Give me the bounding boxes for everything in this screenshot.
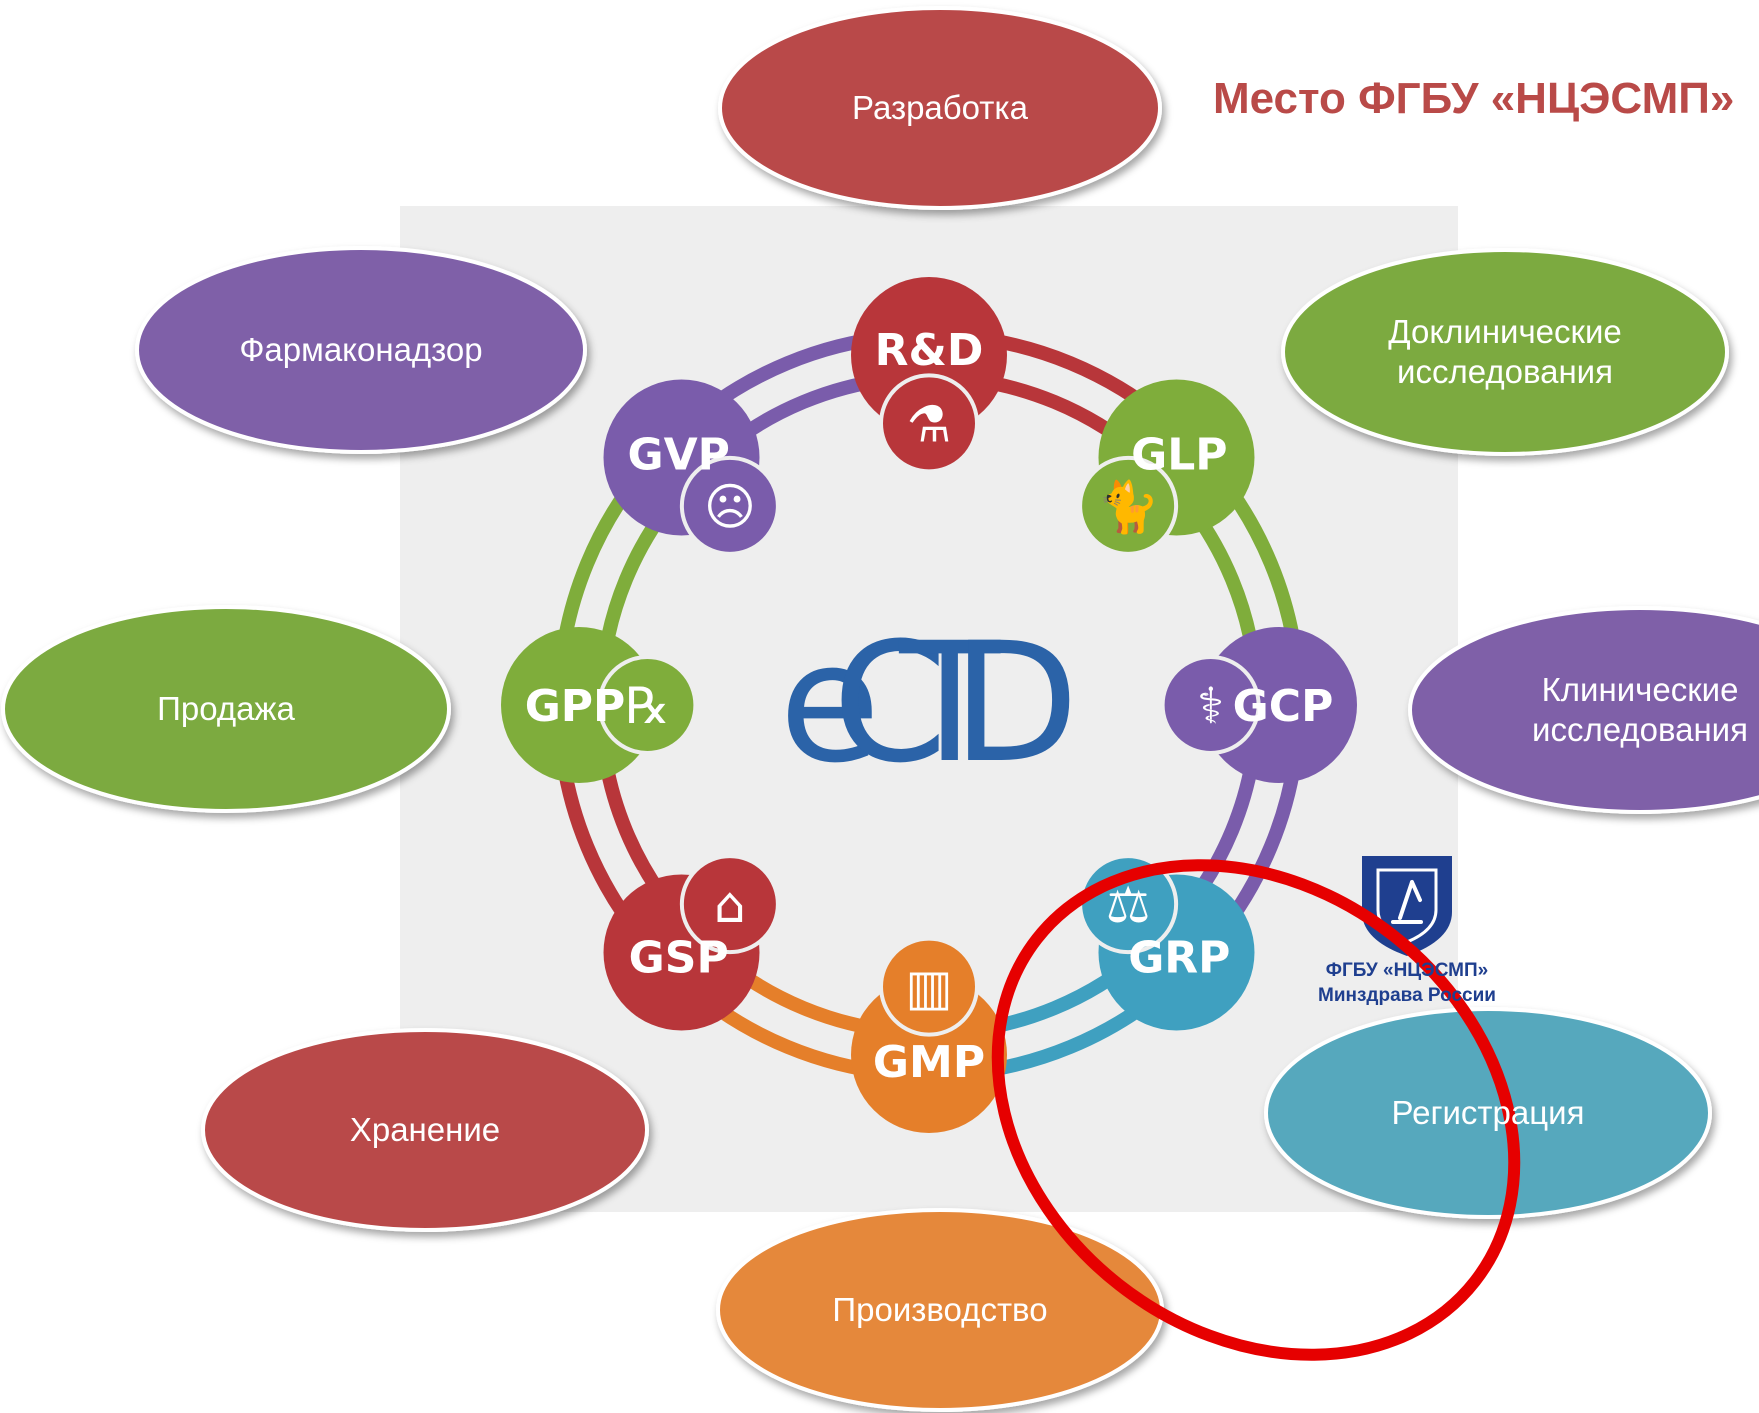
ellipse-layer — [1, 6, 1759, 1412]
ellipse-label-registratsiya: Регистрация — [1391, 1093, 1585, 1131]
slide-title: Место ФГБУ «НЦЭСМП» — [1213, 74, 1735, 123]
ellipse-doklinicheskie — [1281, 248, 1729, 456]
ellipse-klinicheskie — [1408, 606, 1759, 814]
ring-node-gpp: ℞GPP — [501, 627, 698, 783]
ring-icon-bg — [679, 854, 780, 955]
patient-icon: ⚕ — [1197, 677, 1224, 735]
ellipse-label-farmakonadzor: Фармаконадзор — [239, 330, 483, 368]
ring-node-rd: ⚗ R&D — [851, 277, 1007, 474]
ring-icon-bg — [879, 936, 979, 1037]
ring-node-label: GVP — [627, 429, 729, 480]
ring-icon-bg — [1078, 455, 1179, 556]
ring-node-gsp: ⌂GSP — [603, 854, 780, 1031]
warehouse-icon: ⌂ — [714, 876, 746, 934]
elderly-face-icon: ☹ — [704, 478, 756, 536]
ellipse-label-razrabotka: Разработка — [852, 88, 1028, 126]
ring-node-gvp: ☹GVP — [603, 379, 780, 556]
highlight-ellipse — [991, 859, 1521, 1361]
microscope-icon — [1391, 880, 1423, 924]
ring-node-label: GRP — [1128, 933, 1230, 984]
ring-node-label: GSP — [629, 933, 729, 984]
ring-node-gcp: ⚕GCP — [1160, 627, 1357, 783]
ellipse-label-khranenie: Хранение — [349, 1110, 501, 1148]
ring-node-label: GPP — [525, 681, 626, 732]
ring-node-label: R&D — [875, 325, 984, 376]
pharmacy-icon: ℞ — [625, 677, 670, 735]
ring-icon-bg — [597, 655, 698, 755]
ring-icon-bg — [1160, 655, 1261, 755]
factory-icon: ▥ — [905, 959, 952, 1017]
ellipse-label-klinicheskie: Клинические исследования — [1532, 670, 1748, 748]
flask-icon: ⚗ — [907, 395, 952, 453]
ellipse-registratsiya — [1264, 1007, 1712, 1219]
ring-node-label: GMP — [873, 1037, 985, 1088]
ellipse-label-prodazha: Продажа — [157, 689, 295, 727]
center-label: eCTD — [779, 607, 1079, 799]
ellipse-label-proizvodstvo: Производство — [832, 1290, 1048, 1328]
ellipse-khranenie — [201, 1028, 649, 1232]
cat-icon: 🐈 — [1097, 478, 1159, 536]
logo-org-name: ФГБУ «НЦЭСМП» — [1325, 960, 1489, 981]
ring-layer: ⚗ R&D 🐈GLP ⚕GCP ⚖GRP ▥ GMP ⌂GSP ℞GPP ☹GVP eCTD — [501, 277, 1357, 1133]
ring-node-gmp: ▥ GMP — [851, 936, 1007, 1133]
ellipse-prodazha — [1, 605, 451, 813]
ellipse-label-doklinicheskie: Доклинические исследования — [1388, 312, 1622, 390]
ring-node-grp: ⚖GRP — [1078, 854, 1255, 1031]
ellipse-farmakonadzor — [135, 246, 587, 454]
ring-node-label: GLP — [1131, 429, 1227, 480]
ring-node-glp: 🐈GLP — [1078, 379, 1255, 556]
ellipse-razrabotka — [718, 6, 1162, 210]
ring-icon-bg — [679, 455, 780, 556]
ring-node-label: GCP — [1233, 681, 1334, 732]
ring-icon-bg — [879, 373, 979, 474]
logo-ministry-name: Минздрава России — [1318, 985, 1496, 1006]
